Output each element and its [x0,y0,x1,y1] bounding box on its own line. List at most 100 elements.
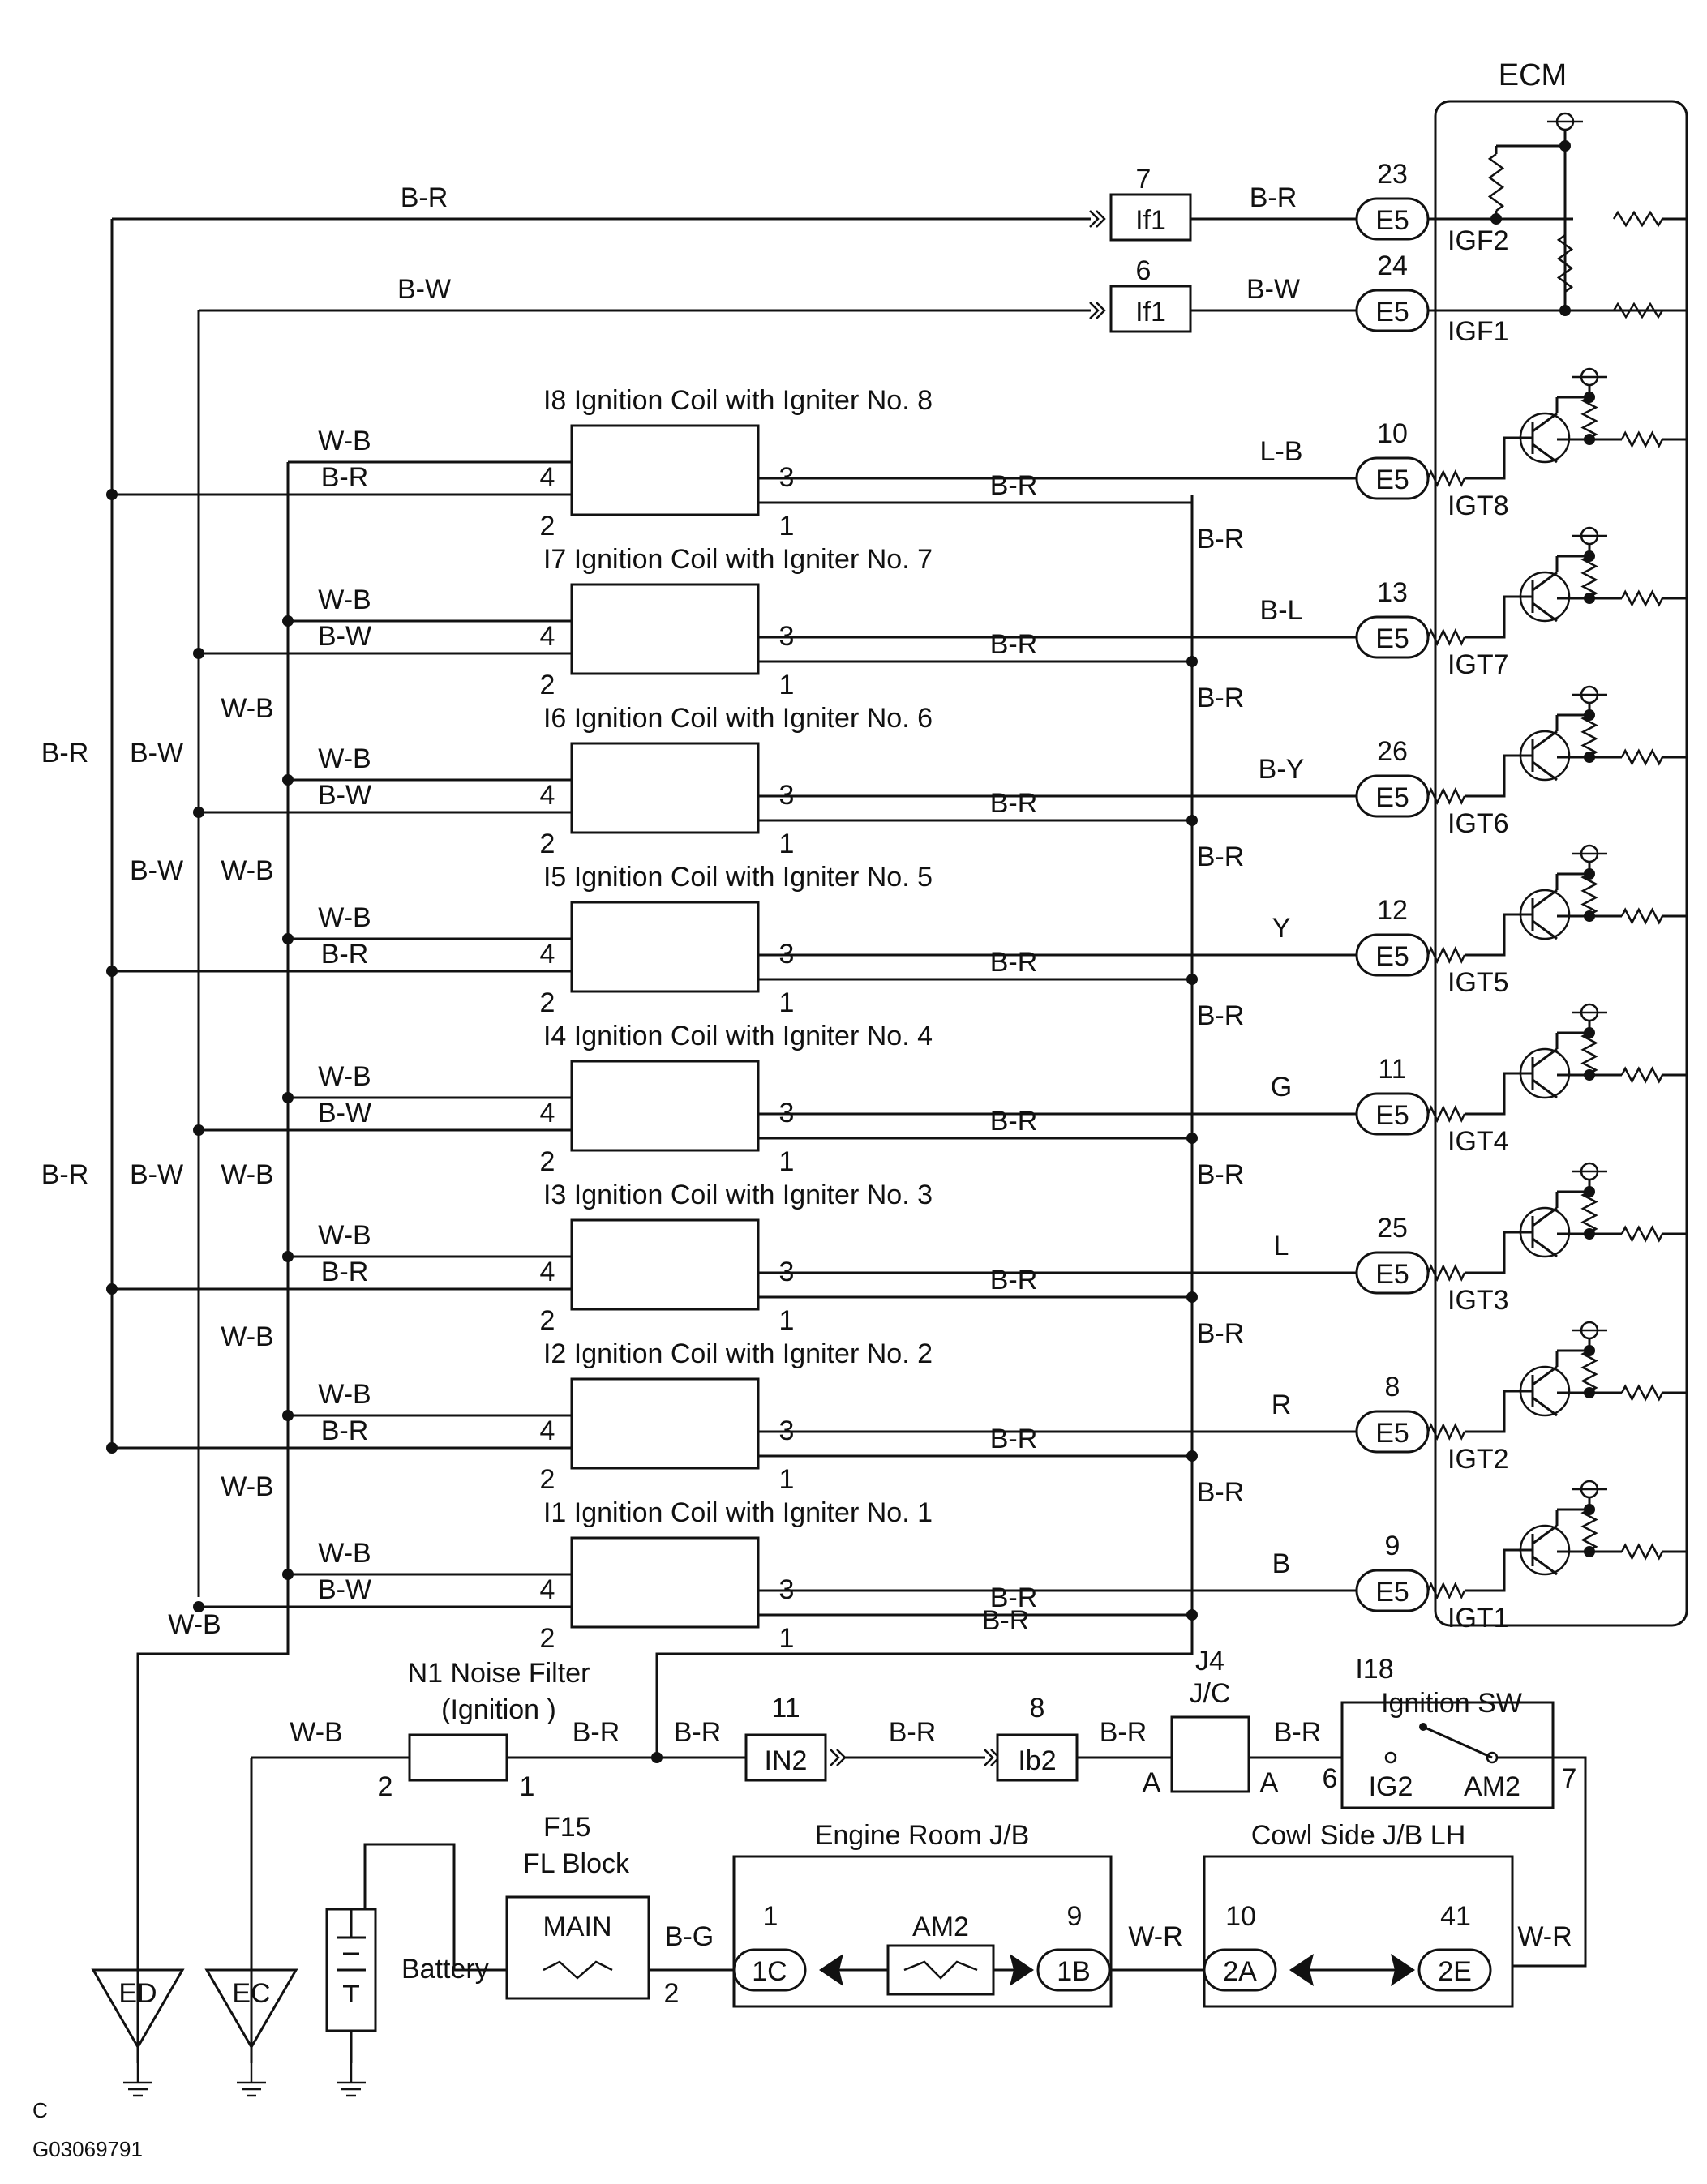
coil-6-box [570,742,760,834]
igf1-connector-label: E5 [1375,297,1409,328]
coil-2-feed-label: B-R [321,1415,369,1446]
wire [1465,595,1520,639]
coil-1-sig-label: B [1272,1548,1291,1579]
igt8-base-resistor-icon [1426,469,1466,487]
igt5-collector-resistor-icon [1580,872,1598,916]
coil-5-sig-label: Y [1272,913,1291,944]
coil-3-right-note: B-R [1197,1159,1245,1190]
junction-dot [106,966,118,977]
wire [1532,1396,1558,1417]
coil-7-pin1: 1 [779,670,795,700]
junction-dot [282,933,294,944]
igf1-relay-pin: 6 [1136,255,1152,286]
fl-main-label: MAIN [543,1912,612,1942]
coil-8-pin2: 2 [540,511,555,542]
coil-2-pin4: 4 [540,1415,555,1446]
coil-7-box [570,583,760,675]
wire [1532,443,1558,464]
junction-dot [106,1442,118,1454]
am2-fuse-icon [903,1960,978,1980]
battery-wire [363,1843,507,1972]
junction-dot [1186,815,1198,826]
coil-3-out-label: B-R [990,1265,1038,1295]
igt1-base-resistor-icon [1426,1582,1466,1599]
junction-dot [282,615,294,627]
ignition-sw-pin-right: 7 [1562,1763,1577,1794]
fl-block-box [505,1895,650,2000]
wire [1532,1078,1558,1099]
coil-7-title: I7 Ignition Coil with Igniter No. 7 [543,544,933,575]
coil-4-ecm-pin: 11 [1378,1054,1406,1085]
coil-3-feed-label: B-R [321,1257,369,1287]
cowl-jb-pin-right: 41 [1440,1901,1471,1932]
engine-jb-1c [732,1948,807,1992]
coil-5-ecm-pin: 12 [1377,895,1408,926]
left-bus-label-9: W-B [221,1471,273,1502]
engine-jb-1b-label: 1B [1057,1956,1091,1987]
coil-2-ecm-pin: 8 [1385,1372,1400,1402]
in2-pin: 11 [771,1693,800,1724]
wire [1465,436,1520,480]
wire [1532,760,1558,782]
left-bus-label-3: B-W [130,855,183,886]
coil-4-pin2: 2 [540,1146,555,1177]
junction-dot [1186,1291,1198,1303]
coil-7-right-note: B-R [1197,524,1245,555]
coil-1-connector-label: E5 [1375,1577,1409,1608]
cowl-jb-2e-label: 2E [1438,1956,1472,1987]
coil-2-right-note: B-R [1197,1318,1245,1349]
battery-label: Battery [401,1954,489,1985]
ib2-label: Ib2 [1018,1745,1056,1776]
coil-2-sig-label: R [1272,1390,1292,1420]
junction-dot [1186,656,1198,667]
ib2-arrow-icon [984,1749,994,1766]
in2-wire-left: B-R [674,1717,722,1748]
coil-3-connector-label: E5 [1375,1259,1409,1290]
coil-8-feed-label: B-R [321,462,369,493]
igf1-pullup-resistor-icon [1556,233,1574,293]
ib2-pin: 8 [1030,1693,1045,1724]
junction-dot [282,1569,294,1580]
junction-dot [1559,305,1571,316]
igt1-label: IGT1 [1448,1603,1509,1634]
coil-6-out-label: B-R [990,788,1038,819]
fl-block-pin: 2 [664,1978,680,2009]
coil-3-ecm-pin: 25 [1377,1213,1408,1244]
junction-dot [282,1410,294,1421]
wire [1465,754,1520,798]
left-bus-label-2: W-B [221,693,273,724]
coil-6-title: I6 Ignition Coil with Igniter No. 6 [543,703,933,734]
coil-3-wb-label: W-B [318,1220,371,1251]
coil-5-box [570,901,760,993]
coil-1-pin4: 4 [540,1574,555,1605]
noise-filter-box [408,1733,508,1782]
igf1-out-resistor-icon [1612,302,1664,319]
coil-2-title: I2 Ignition Coil with Igniter No. 2 [543,1338,933,1369]
coil-5-pin4: 4 [540,939,555,970]
wire [1532,919,1558,940]
coil-3-pin2: 2 [540,1305,555,1336]
noise-filter-wire-right: B-R [573,1717,620,1748]
jc-subtitle: J/C [1190,1678,1231,1709]
wire [1532,889,1558,910]
igf2-arrow-icon-2 [1096,210,1106,228]
ignition-sw-pin-left: 6 [1323,1763,1338,1794]
wire [1532,412,1558,433]
wire [1465,1231,1520,1274]
coil-5-feed-label: B-R [321,939,369,970]
coil-4-box [570,1060,760,1152]
igt4-label: IGT4 [1448,1126,1509,1157]
cowl-jb-arrow-right-icon [1391,1954,1415,1986]
noise-filter-wire-left: W-B [290,1717,342,1748]
coil-6-pin4: 4 [540,780,555,811]
igt7-out-resistor-icon [1620,589,1664,607]
junction-dot [106,489,118,500]
junction-dot [1186,1609,1198,1621]
ec-ground-label: EC [232,1978,270,2009]
wire [1465,1072,1520,1116]
wire [1532,1555,1558,1576]
coil-7-sig-label: B-L [1260,595,1303,626]
coil-8-box [570,424,760,516]
in2-arrow-icon [830,1749,840,1766]
